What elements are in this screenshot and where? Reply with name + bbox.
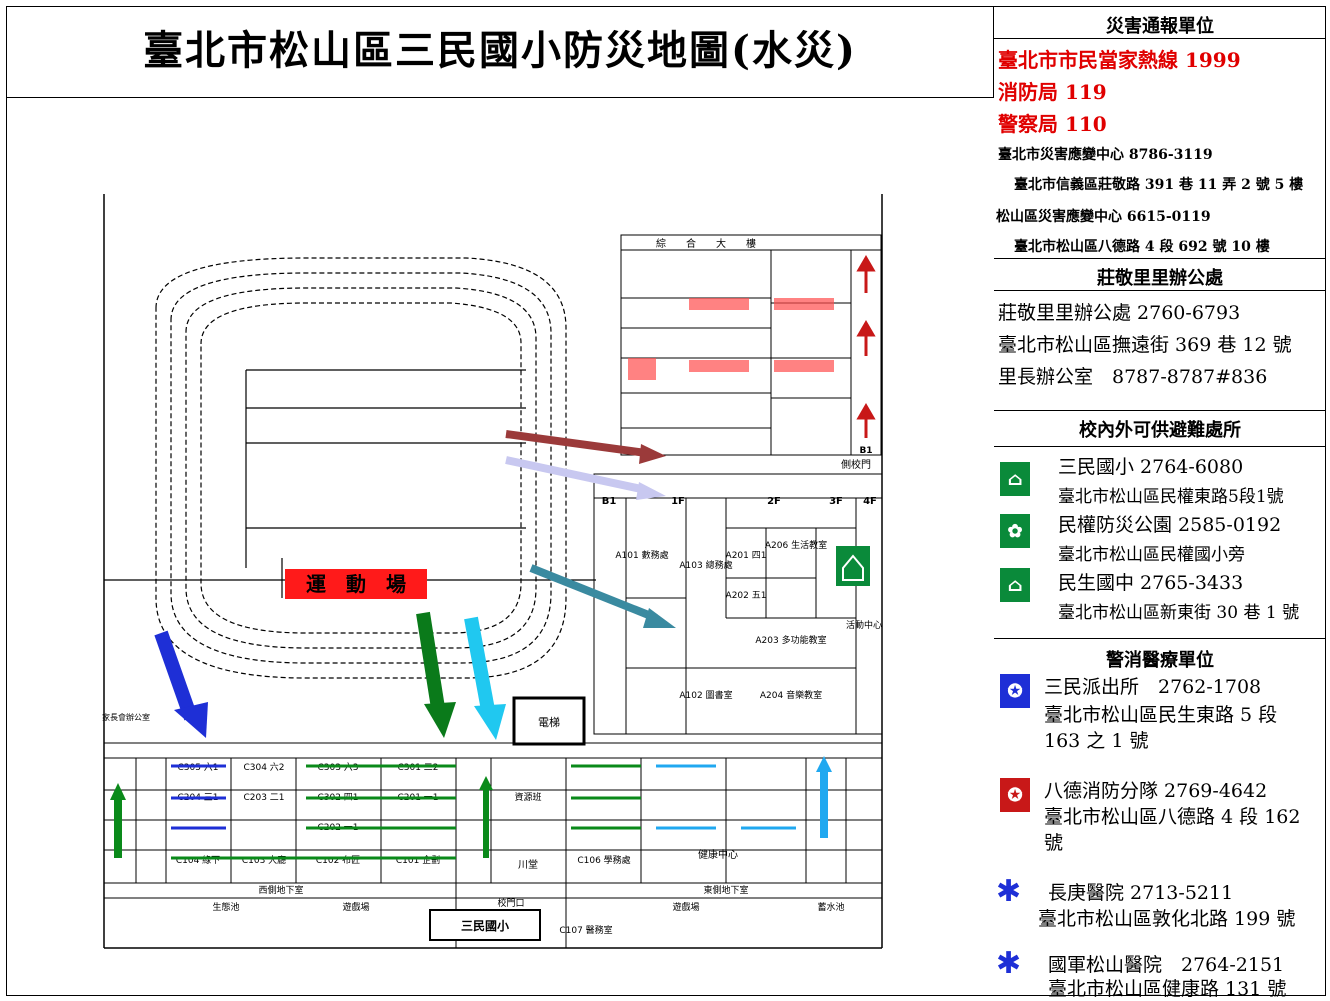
village-chief: 里長辦公室 8787-8787#836	[998, 366, 1268, 388]
hospital-1: 長庚醫院 2713-5211	[1048, 882, 1234, 904]
svg-text:A202 五1: A202 五1	[726, 591, 767, 601]
svg-text:C106 學務處: C106 學務處	[577, 854, 630, 866]
svg-text:生態池: 生態池	[212, 901, 239, 913]
sports-field-label: 運 動 場	[306, 572, 406, 596]
svg-text:家長會辦公室: 家長會辦公室	[102, 712, 150, 722]
shelter-school-icon: ⌂	[1000, 462, 1030, 496]
svg-text:A103 總務處: A103 總務處	[679, 559, 732, 571]
svg-text:1F: 1F	[671, 496, 685, 507]
svg-text:C103 大廳: C103 大廳	[242, 854, 286, 866]
svg-text:C104 綠下: C104 綠下	[176, 854, 220, 866]
svg-text:健康中心: 健康中心	[698, 848, 738, 861]
campus-map: 運 動 場 綜 合 大 樓 B1 側校門	[102, 194, 883, 949]
police-addr-2: 163 之 1 號	[1044, 730, 1149, 752]
shelter-3-name: 民生國中 2765-3433	[1058, 572, 1244, 594]
disaster-center-addr: 臺北市信義區莊敬路 391 巷 11 弄 2 號 5 樓	[1014, 177, 1304, 193]
svg-text:資源班: 資源班	[514, 791, 541, 803]
svg-text:C101 企劃: C101 企劃	[396, 854, 440, 866]
medical-heading: 警消醫療單位	[1106, 650, 1214, 671]
hospital-2-addr: 臺北市松山區健康路 131 號	[1048, 978, 1287, 1000]
svg-text:A206 生活教室: A206 生活教室	[765, 539, 827, 551]
svg-text:遊戲場: 遊戲場	[672, 901, 699, 913]
disaster-center: 臺北市災害應變中心 8786-3119	[998, 147, 1213, 163]
songshan-center-addr: 臺北市松山區八德路 4 段 692 號 10 樓	[1014, 239, 1270, 255]
school-sign	[429, 909, 541, 941]
shelter-heading: 校內外可供避難處所	[1079, 420, 1241, 441]
hospital-1-addr: 臺北市松山區敦化北路 199 號	[1038, 908, 1296, 930]
map-frame	[6, 6, 1326, 996]
shelter-3-addr: 臺北市松山區新東街 30 巷 1 號	[1058, 603, 1300, 623]
village-heading: 莊敬里里辦公處	[1097, 268, 1223, 289]
village-office: 莊敬里里辦公處 2760-6793	[998, 302, 1241, 324]
c-building	[103, 742, 883, 948]
svg-text:B1: B1	[859, 446, 872, 456]
fire-addr-2: 號	[1044, 832, 1064, 854]
svg-text:A102 圖書室: A102 圖書室	[679, 689, 732, 701]
hospital-star-icon: ✱	[996, 874, 1022, 909]
police-station: 三民派出所 2762-1708	[1044, 676, 1262, 698]
evacuation-arrows	[110, 430, 832, 858]
fire-dept: 消防局 119	[998, 80, 1107, 104]
svg-text:綜 合 大 樓: 綜 合 大 樓	[656, 237, 756, 250]
shelter-1-addr: 臺北市松山區民權東路5段1號	[1058, 487, 1284, 507]
shelter-1-name: 三民國小 2764-6080	[1058, 456, 1244, 478]
title-box: 臺北市松山區三民國小防災地圖(水災)	[6, 6, 994, 98]
svg-text:4F: 4F	[863, 496, 877, 507]
svg-text:C304 六2: C304 六2	[243, 761, 284, 773]
svg-text:3F: 3F	[829, 496, 843, 507]
shelter-2-name: 民權防災公園 2585-0192	[1058, 514, 1282, 536]
shelter-2-addr: 臺北市松山區民權國小旁	[1058, 545, 1245, 565]
sports-field-label-bg	[285, 569, 427, 599]
svg-text:遊戲場: 遊戲場	[342, 901, 369, 913]
hotline: 臺北市市民當家熱線 1999	[998, 48, 1241, 72]
svg-text:A101 數務處: A101 數務處	[615, 549, 668, 561]
hospital-2: 國軍松山醫院 2764-2151	[1048, 954, 1285, 976]
info-panel: 災害通報單位 臺北市市民當家熱線 1999 消防局 119 警察局 110 臺北…	[994, 6, 1326, 1000]
svg-text:電梯: 電梯	[538, 716, 560, 729]
svg-text:C203 二1: C203 二1	[243, 793, 284, 803]
a-building	[593, 473, 883, 735]
svg-text:活動中心: 活動中心	[846, 619, 882, 631]
svg-text:C301 二2: C301 二2	[397, 763, 438, 773]
zonghe-building	[620, 234, 882, 456]
hospital-star-icon-2: ✱	[996, 946, 1022, 981]
police-dept: 警察局 110	[998, 112, 1107, 136]
elevator	[512, 696, 586, 746]
shelter-park-icon: ✿	[1000, 514, 1030, 548]
svg-text:A201 四1: A201 四1	[726, 551, 767, 561]
village-addr: 臺北市松山區撫遠街 369 巷 12 號	[998, 334, 1292, 356]
svg-text:西側地下室: 西側地下室	[258, 884, 303, 896]
shelter-junior-high-icon: ⌂	[1000, 568, 1030, 602]
songshan-center: 松山區災害應變中心 6615-0119	[996, 209, 1211, 225]
fire-station: 八德消防分隊 2769-4642	[1044, 780, 1268, 802]
svg-text:東側地下室: 東側地下室	[703, 884, 748, 896]
police-addr-1: 臺北市松山區民生東路 5 段	[1044, 704, 1278, 726]
svg-text:校門口: 校門口	[497, 897, 524, 909]
police-badge-icon: ✪	[1000, 674, 1030, 708]
svg-text:三民國小: 三民國小	[461, 918, 509, 933]
svg-text:B1: B1	[602, 496, 617, 507]
page-title: 臺北市松山區三民國小防災地圖(水災)	[143, 27, 857, 74]
svg-text:蓄水池: 蓄水池	[817, 901, 844, 913]
fire-addr-1: 臺北市松山區八德路 4 段 162	[1044, 806, 1301, 828]
svg-text:A204 音樂教室: A204 音樂教室	[760, 689, 822, 701]
svg-text:側校門: 側校門	[841, 458, 871, 471]
svg-text:C107 醫務室: C107 醫務室	[559, 924, 612, 936]
report-heading: 災害通報單位	[1106, 16, 1214, 37]
fire-badge-icon: ✪	[1000, 778, 1030, 812]
svg-text:2F: 2F	[767, 496, 781, 507]
svg-text:A203 多功能教室: A203 多功能教室	[755, 634, 826, 646]
svg-text:C102 布匠: C102 布匠	[316, 854, 360, 866]
svg-text:川堂: 川堂	[518, 859, 538, 871]
running-track	[155, 257, 567, 679]
